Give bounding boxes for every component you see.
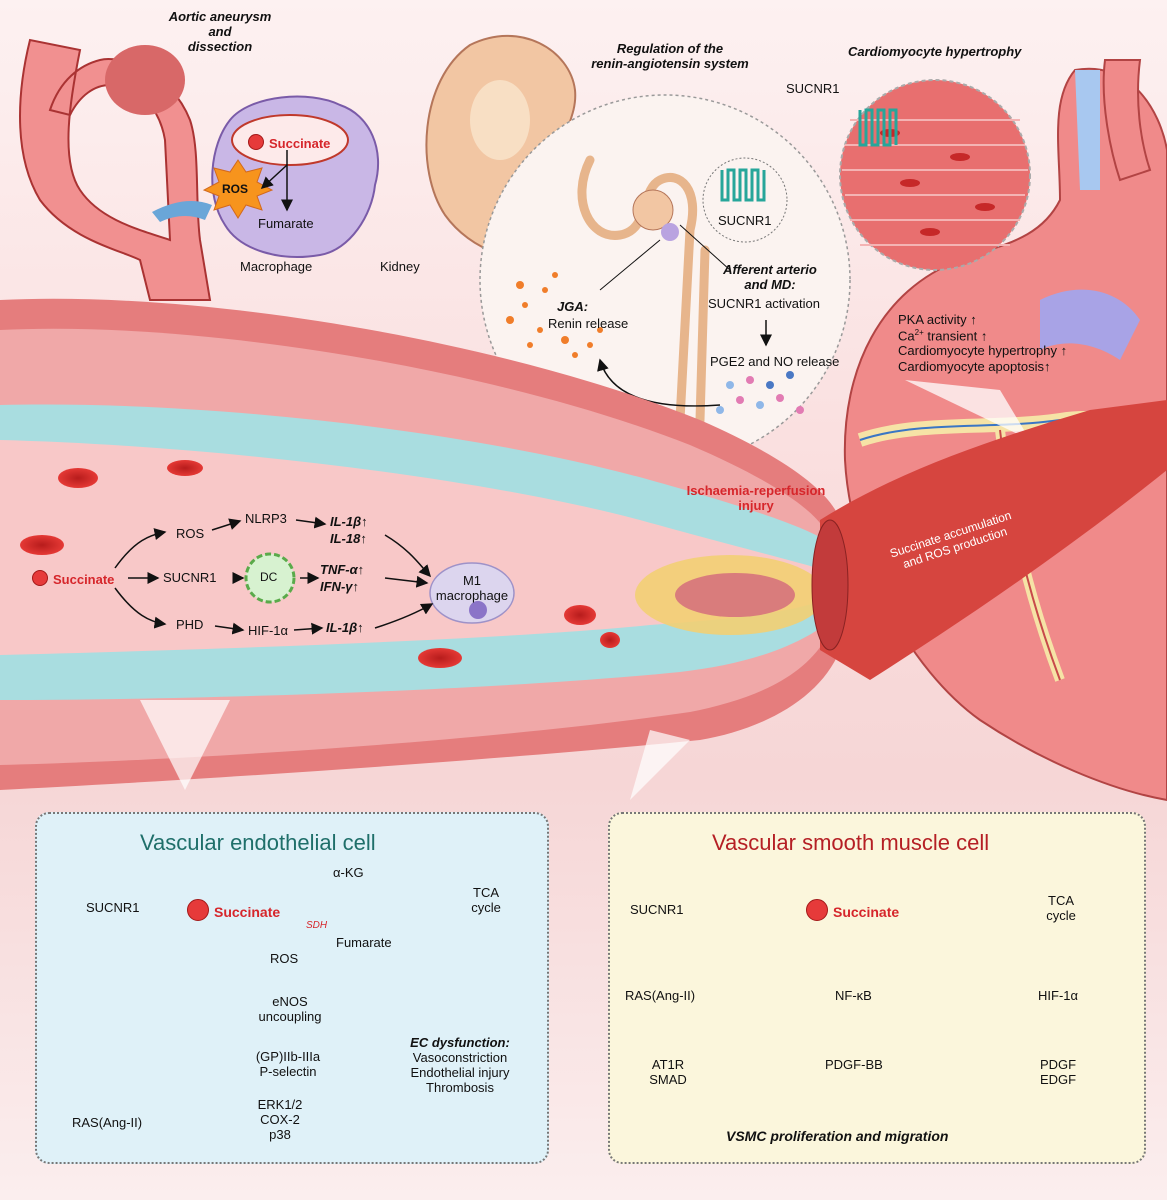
pka-label: PKA activity ↑ — [898, 312, 977, 327]
endo-succinate-label: Succinate — [187, 899, 280, 921]
ca-transient-label: Ca2+ transient ↑ — [898, 328, 988, 344]
aortic-ros-label: ROS — [222, 182, 249, 196]
vessel-succinate-label: Succinate — [32, 570, 114, 588]
tnf-label: TNF-α↑ — [320, 562, 365, 577]
hypertrophy-label: Cardiomyocyte hypertrophy ↑ — [898, 343, 1068, 358]
cardiomyocyte-zoom-circle — [839, 79, 1031, 440]
endothelial-title: Vascular endothelial cell — [140, 830, 376, 855]
apoptosis-label: Cardiomyocyte apoptosis↑ — [898, 359, 1051, 374]
pge2-no-label: PGE2 and NO release — [710, 354, 840, 369]
vsmc-succinate-label: Succinate — [806, 899, 899, 921]
il1b-hif-label: IL-1β↑ — [326, 620, 364, 635]
endo-sucnr1-label: SUCNR1 — [86, 900, 140, 915]
nfkb-label: NF-κB — [835, 988, 872, 1003]
ros-burst-icon — [202, 159, 274, 219]
cardio-sucnr1-label: SUCNR1 — [786, 81, 840, 96]
akg-label: α-KG — [333, 865, 364, 880]
arrow-succinate-ros — [260, 164, 288, 190]
cardio-title: Cardiomyocyte hypertrophy — [848, 44, 1022, 59]
il18-label: IL-18↑ — [330, 531, 367, 546]
ifn-label: IFN-γ↑ — [320, 579, 359, 594]
sdh-label: SDH — [306, 920, 328, 931]
renin-release-label: Renin release — [548, 316, 629, 331]
vessel-sucnr1-label: SUCNR1 — [163, 570, 217, 585]
endo-fumarate-label: Fumarate — [336, 935, 392, 950]
vsmc-sucnr1-label: SUCNR1 — [630, 902, 684, 917]
blood-vessel-illustration — [0, 298, 1167, 800]
dendritic-cell-illustration — [244, 552, 296, 604]
vsmc-ras-label: RAS(Ang-II) — [625, 988, 696, 1003]
sucnr1-activation-label: SUCNR1 activation — [708, 296, 820, 311]
vessel-pathway-arrows — [114, 516, 434, 635]
vessel-phd-label: PHD — [176, 617, 204, 632]
aortic-succinate-label: Succinate — [248, 134, 330, 152]
endothelial-panel — [35, 812, 549, 1164]
endo-ras-label: RAS(Ang-II) — [72, 1115, 143, 1130]
il1b-label: IL-1β↑ — [330, 514, 368, 529]
succinate-dot-icon — [248, 134, 264, 150]
kidney-label: Kidney — [380, 259, 420, 274]
succinate-dot-icon — [187, 899, 209, 921]
hif1a-label: HIF-1α — [248, 623, 289, 638]
jga-label: JGA: — [557, 299, 589, 314]
pdgfbb-label: PDGF-BB — [825, 1057, 883, 1072]
vsmc-panel — [608, 812, 1146, 1164]
aortic-macrophage-label: Macrophage — [240, 259, 313, 274]
succinate-dot-icon — [32, 570, 48, 586]
nlrp3-label: NLRP3 — [245, 511, 287, 526]
dc-label: DC — [260, 570, 278, 584]
vsmc-title: Vascular smooth muscle cell — [712, 830, 990, 855]
succinate-dot-icon — [806, 899, 828, 921]
vsmc-hif-label: HIF-1α — [1038, 988, 1079, 1003]
vsmc-outcome-label: VSMC proliferation and migration — [726, 1128, 949, 1144]
red-blood-cells — [20, 460, 620, 668]
m1-macrophage-illustration — [429, 562, 515, 624]
vessel-ros-label: ROS — [176, 526, 205, 541]
kidney-sucnr1-label: SUCNR1 — [718, 213, 772, 228]
nephron-zoom-circle — [479, 94, 851, 466]
endo-ros-label: ROS — [270, 951, 299, 966]
aorta-illustration — [19, 38, 212, 301]
aortic-fumarate-label: Fumarate — [258, 216, 314, 231]
